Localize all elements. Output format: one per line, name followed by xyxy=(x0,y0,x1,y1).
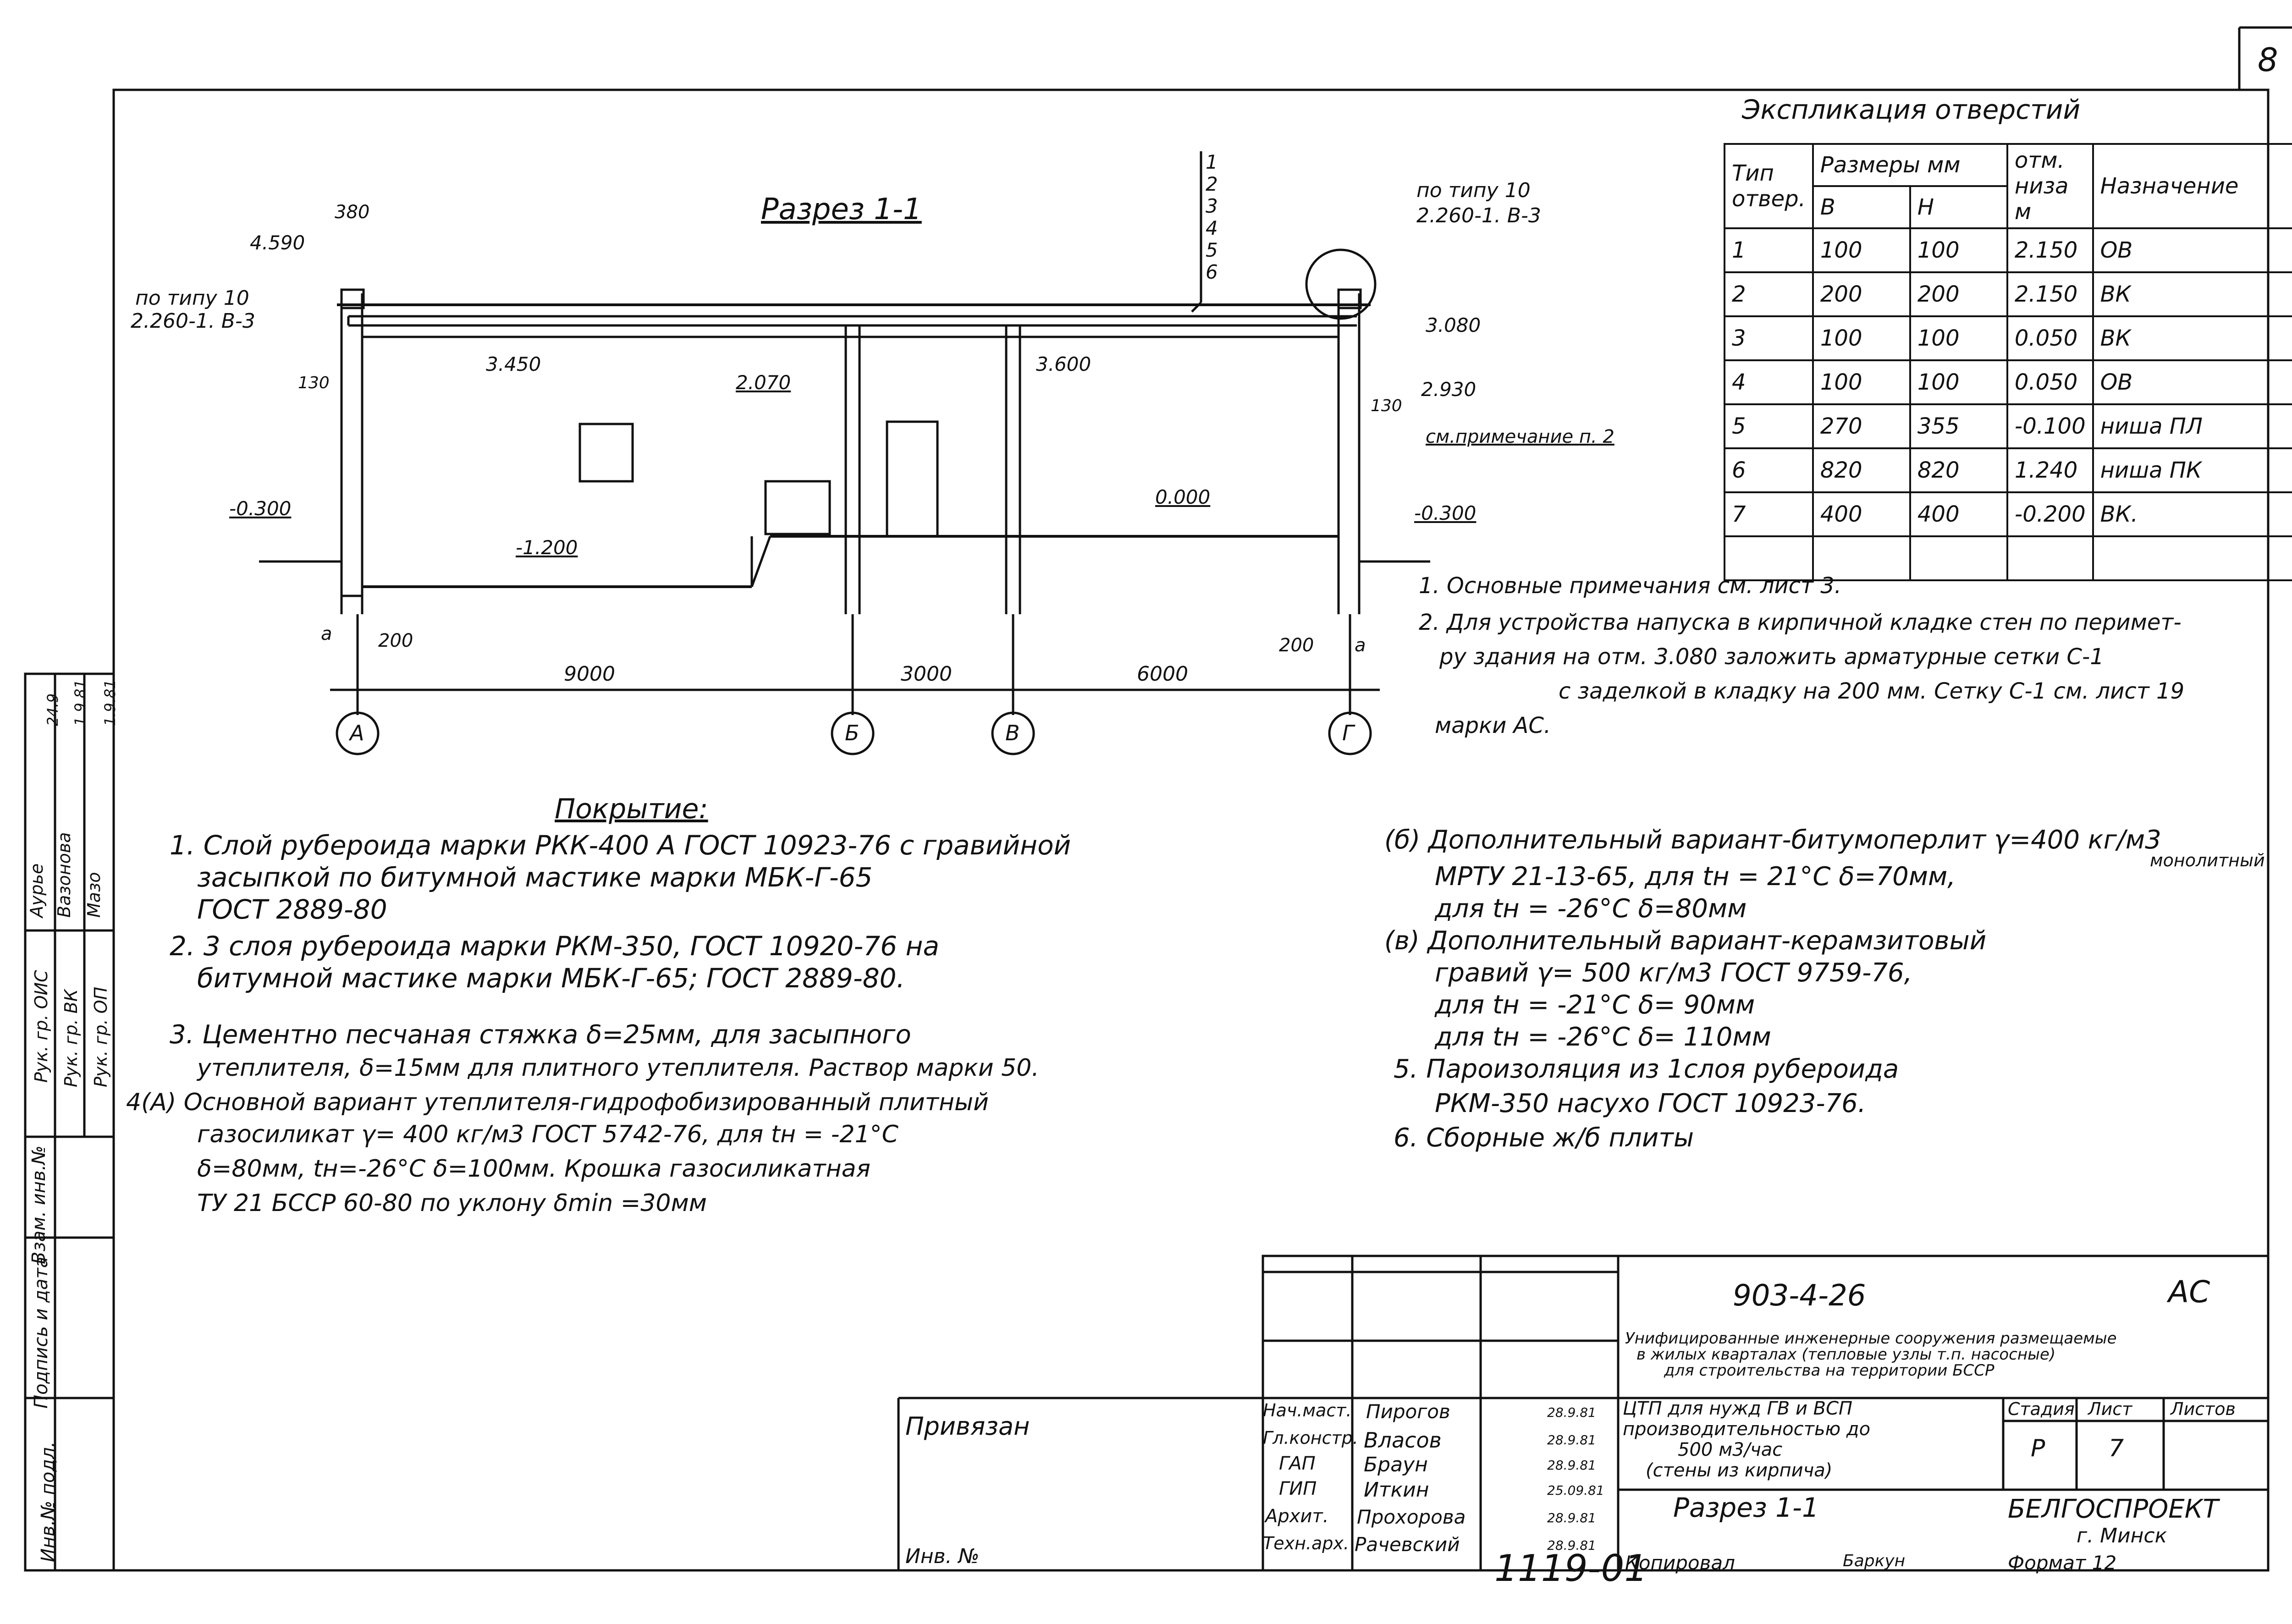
hdr-h: Н xyxy=(1909,185,2008,229)
axis-v: В xyxy=(1005,721,1020,745)
axis-g: Г xyxy=(1342,721,1354,745)
archive-number: 1119-01 xyxy=(1494,1547,1648,1590)
level-3080: 3.080 xyxy=(1426,314,1481,336)
ref-right: по типу 10 xyxy=(1416,179,1531,202)
stage-label: Стадия xyxy=(2008,1399,2075,1419)
title-line-4: (стены из кирпича) xyxy=(1646,1460,1833,1481)
sheet-value: 7 xyxy=(2109,1435,2124,1462)
doc-code: 903-4-26 xyxy=(1733,1279,1866,1313)
level-4590: 4.590 xyxy=(250,231,305,254)
dim-200-right: 200 xyxy=(1279,635,1314,656)
title-line-2: производительностью до xyxy=(1623,1419,1871,1440)
level-ground-left: -0.300 xyxy=(229,497,292,520)
span-3000: 3000 xyxy=(901,662,952,686)
level-3600: 3.600 xyxy=(1036,353,1091,375)
note-ref: см.примечание п. 2 xyxy=(1426,426,1614,447)
level-2930: 2.930 xyxy=(1421,378,1477,401)
level-2070: 2.070 xyxy=(736,371,791,394)
org-city: г. Минск xyxy=(2077,1524,2167,1547)
title-line-1: ЦТП для нужд ГВ и ВСП xyxy=(1623,1398,1853,1419)
hdr-purpose: Назначение xyxy=(2092,143,2292,229)
sheet-title: Разрез 1-1 xyxy=(1673,1492,1819,1523)
level-ground-right: -0.300 xyxy=(1414,502,1477,524)
hdr-type: Тип отвер. xyxy=(1724,143,1814,229)
axis-a: А xyxy=(350,721,364,745)
project-line-1: Унифицированные инженерные сооружения ра… xyxy=(1625,1329,2117,1348)
copier-name: Баркун xyxy=(1843,1552,1906,1570)
ref-right-code: 2.260-1. В-3 xyxy=(1416,204,1541,227)
format-label: Формат 12 xyxy=(2008,1552,2117,1574)
binding-label: Привязан xyxy=(905,1412,1030,1441)
copied-label: Копировал xyxy=(1625,1552,1735,1574)
hdr-level: отм. низа м xyxy=(2006,143,2094,229)
dim-130-right: 130 xyxy=(1371,396,1402,415)
ref-left-code: 2.260-1. В-3 xyxy=(131,309,255,333)
explication-title: Экспликация отверстий xyxy=(1742,94,2081,125)
sheet-number: 8 xyxy=(2258,41,2278,79)
stage-value: Р xyxy=(2031,1435,2045,1462)
title-block-frame xyxy=(1262,1255,2270,1572)
span-9000: 9000 xyxy=(564,662,615,686)
hdr-sizes: Размеры мм xyxy=(1812,143,2008,187)
hdr-b: В xyxy=(1812,185,1911,229)
level-3450: 3.450 xyxy=(486,353,541,375)
axis-b: Б xyxy=(845,721,860,745)
dim-a-left: a xyxy=(321,623,332,644)
project-line-3: для строительства на территории БССР xyxy=(1664,1361,1994,1380)
dim-130-left: 130 xyxy=(298,374,330,392)
covering-title: Покрытие: xyxy=(555,793,708,825)
section-title: Разрез 1-1 xyxy=(761,193,922,226)
title-line-3: 500 м3/час xyxy=(1678,1439,1783,1460)
sheet-label: Лист xyxy=(2088,1399,2132,1419)
side-strip-frame xyxy=(24,672,115,1572)
dim-200-left: 200 xyxy=(378,630,413,651)
explication-table: Тип отвер. Размеры мм отм. низа м Назнач… xyxy=(1724,143,2292,581)
inv-no-label: Инв. № xyxy=(905,1545,980,1568)
level-basement: -1.200 xyxy=(516,536,578,559)
level-floor: 0.000 xyxy=(1155,486,1211,508)
sheets-label: Листов xyxy=(2171,1399,2236,1419)
doc-mark: АС xyxy=(2168,1274,2210,1310)
span-6000: 6000 xyxy=(1137,662,1188,686)
org-name: БЕЛГОСПРОЕКТ xyxy=(2008,1494,2219,1524)
parapet-380: 380 xyxy=(335,202,370,223)
dim-a-right: a xyxy=(1355,635,1366,656)
project-line-2: в жилых кварталах (тепловые узлы т.п. на… xyxy=(1636,1345,2056,1364)
ref-left: по типу 10 xyxy=(135,286,249,310)
